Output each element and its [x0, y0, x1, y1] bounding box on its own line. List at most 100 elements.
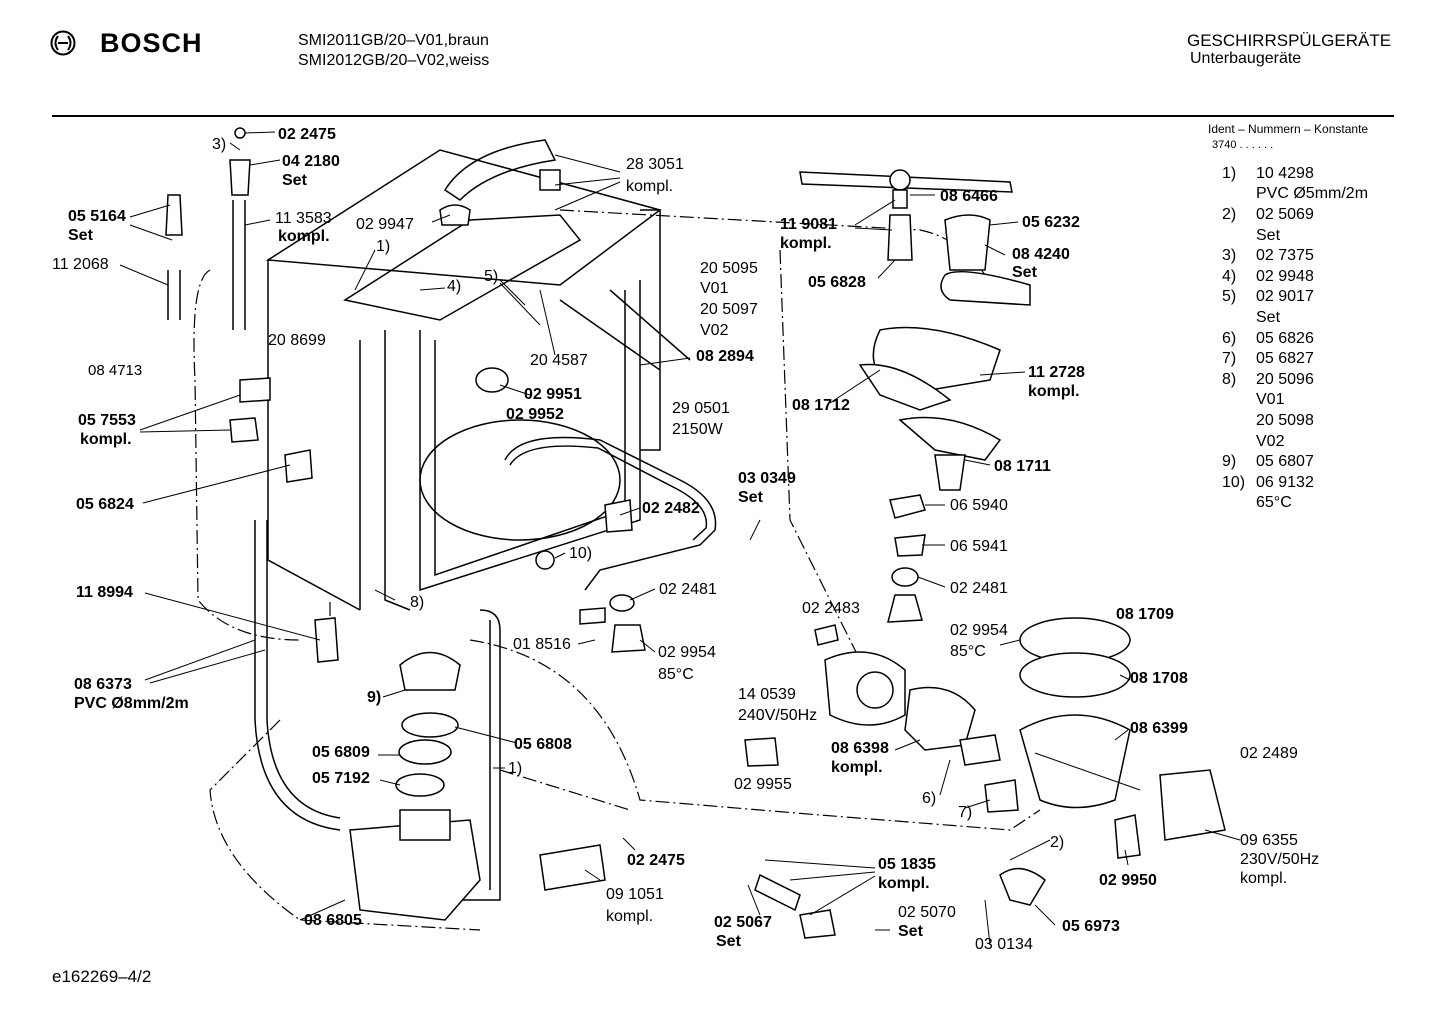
legend-num: 10) — [1222, 474, 1246, 491]
label-02-5070-set: Set — [898, 923, 923, 940]
label-ref-9: 9) — [367, 689, 382, 706]
top-pipe — [443, 139, 557, 201]
label-08-6373: 08 6373 — [74, 676, 132, 693]
legend-item: 3)02 7375 — [1222, 246, 1314, 266]
label-11-2728-kompl: kompl. — [1028, 383, 1080, 400]
legend-num: 6) — [1222, 330, 1237, 347]
legend-num: 3) — [1222, 247, 1237, 264]
label-02-5067: 02 5067 — [714, 914, 772, 931]
label-11-9081: 11 9081 — [780, 216, 837, 233]
label-v01: V01 — [700, 280, 729, 297]
base-outline-left — [193, 269, 301, 641]
label-05-1835: 05 1835 — [878, 856, 936, 873]
relay-02-9955-icon — [744, 737, 779, 767]
label-11-2068: 11 2068 — [52, 256, 109, 273]
label-85c-right: 85°C — [950, 643, 986, 660]
hose-piece-7-icon — [984, 779, 1019, 813]
spray-arm-rail — [343, 214, 582, 321]
filter-cover-icon — [898, 416, 1002, 461]
legend-num: 1) — [1222, 165, 1237, 182]
spray-nozzle-icon — [887, 214, 913, 261]
label-ref-1b: 1) — [508, 760, 523, 777]
label-09-6355-kompl: kompl. — [1240, 870, 1288, 887]
label-08-1712: 08 1712 — [792, 397, 850, 414]
label-08-6399: 08 6399 — [1130, 720, 1188, 737]
legend-item: PVC Ø5mm/2m — [1222, 184, 1368, 204]
label-ref-3: 3) — [212, 136, 227, 153]
switch-05-7553-b-icon — [229, 417, 259, 443]
label-08-6373-pvc: PVC Ø8mm/2m — [74, 695, 189, 712]
bosch-logo-icon — [50, 30, 76, 56]
inner-ring — [419, 419, 621, 541]
label-02-9954-mid: 02 9954 — [658, 644, 716, 661]
hose-pvc-5mm — [460, 609, 501, 901]
label-04-2180: 04 2180 — [282, 153, 340, 170]
label-v02: V02 — [700, 322, 729, 339]
label-08-1711: 08 1711 — [994, 458, 1051, 475]
clip-06-5940-icon — [889, 494, 926, 519]
inlet-valve-icon — [1159, 769, 1226, 841]
label-03-0349-set: Set — [738, 489, 763, 506]
ring-08-1708-icon — [1019, 652, 1131, 698]
legend-item: Set — [1222, 308, 1280, 328]
label-29-0501-watt: 2150W — [672, 421, 723, 438]
legend-part: Set — [1256, 309, 1281, 326]
label-02-9950: 02 9950 — [1099, 872, 1157, 889]
label-09-6355: 09 6355 — [1240, 832, 1298, 849]
label-05-6824: 05 6824 — [76, 496, 134, 513]
label-28-3051-kompl: kompl. — [626, 178, 674, 195]
legend-item: Set — [1222, 226, 1280, 246]
filter-cup-icon — [944, 214, 991, 271]
label-08-4240: 08 4240 — [1012, 246, 1070, 263]
label-02-5067-set: Set — [716, 933, 741, 950]
heater-element — [504, 436, 717, 591]
legend-part: 06 9132 — [1256, 474, 1314, 491]
label-ref-7: 7) — [958, 804, 973, 821]
part-05-6824-icon — [284, 449, 313, 483]
label-02-9952: 02 9952 — [506, 406, 564, 423]
coarse-filter-icon — [934, 454, 966, 491]
label-05-1835-kompl: kompl. — [878, 875, 930, 892]
label-11-3583: 11 3583 — [275, 210, 332, 227]
seal-02-2481-icon — [891, 567, 919, 587]
label-ref-2: 2) — [1050, 834, 1065, 851]
label-ref-10: 10) — [569, 545, 593, 562]
label-08-6466: 08 6466 — [940, 188, 998, 205]
label-05-6973: 05 6973 — [1062, 918, 1120, 935]
legend-part: 02 9948 — [1256, 268, 1314, 285]
legend-part: 02 5069 — [1256, 206, 1314, 223]
thermostat-mid-icon — [611, 624, 646, 653]
legend-part: 20 5098 — [1256, 412, 1314, 429]
label-08-6805: 08 6805 — [304, 912, 362, 929]
clip-02-2483-icon — [814, 624, 839, 646]
label-05-6828: 05 6828 — [808, 274, 866, 291]
legend-num: 7) — [1222, 350, 1237, 367]
document-code: e162269–4/2 — [52, 967, 152, 986]
ident-value: 3740 . . . . . . — [1212, 139, 1274, 151]
label-20-5097: 20 5097 — [700, 301, 758, 318]
legend-part: 10 4298 — [1256, 165, 1314, 182]
legend-item: 8)20 5096 — [1222, 370, 1314, 390]
legend-part: V01 — [1256, 391, 1285, 408]
label-20-8699: 20 8699 — [268, 332, 326, 349]
label-08-4713: 08 4713 — [88, 362, 143, 379]
legend-item: 2) 02 5069 — [1222, 205, 1314, 225]
label-11-2728: 11 2728 — [1028, 364, 1085, 381]
header-divider — [52, 115, 1394, 117]
fine-mesh-icon — [858, 363, 952, 411]
legend-part: V02 — [1256, 433, 1285, 450]
elbow-05-6973-icon — [999, 867, 1046, 906]
label-02-9951: 02 9951 — [524, 386, 582, 403]
bracket-icon — [940, 270, 1031, 306]
thermostat-10-icon — [535, 550, 555, 570]
sensor-05-1835-icon — [754, 873, 801, 912]
legend-num: 2) — [1222, 206, 1237, 223]
ring-05-6809-icon — [398, 739, 452, 765]
label-08-6398: 08 6398 — [831, 740, 889, 757]
label-09-1051: 09 1051 — [606, 886, 664, 903]
legend-item: V01 — [1222, 390, 1284, 410]
base-outline-bottom — [469, 639, 1041, 831]
label-02-2475-bottom: 02 2475 — [627, 852, 685, 869]
label-05-7192: 05 7192 — [312, 770, 370, 787]
ring-05-6808-icon — [401, 712, 459, 738]
